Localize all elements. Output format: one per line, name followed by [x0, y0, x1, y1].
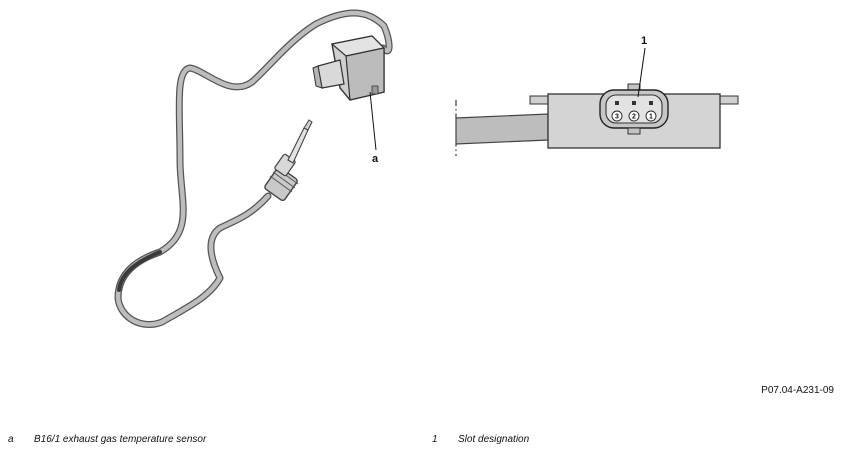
- sensor-assembly: a: [114, 9, 393, 328]
- detail-cable: [455, 113, 549, 145]
- connector-tab-left: [529, 95, 549, 105]
- legend-item-a: a B16/1 exhaust gas temperature sensor: [8, 434, 206, 445]
- connector-tab-right: [718, 95, 739, 105]
- sensor-probe: [287, 127, 309, 164]
- pin-slot-1: [649, 101, 653, 105]
- connector-detail: 3 2 1 1: [455, 35, 739, 156]
- figure-reference: P07.04-A231-09: [761, 385, 834, 396]
- callout-1: 1: [641, 35, 647, 47]
- sensor-cable: [115, 10, 392, 327]
- sensor-probe-tip: [303, 119, 313, 131]
- pin-number-3: 3: [615, 114, 619, 121]
- pin-slot-2: [632, 101, 636, 105]
- pin-number-1: 1: [649, 114, 653, 121]
- sensor-connector-plug: [312, 35, 386, 101]
- connector-key: [627, 127, 641, 135]
- pin-badge-2: [628, 110, 640, 122]
- cable-dark-segment: [117, 250, 162, 292]
- callout-a: a: [372, 153, 379, 165]
- callout-a-leader: [369, 91, 377, 151]
- pin-slot-3: [615, 101, 619, 105]
- sensor-thread-body: [264, 153, 299, 202]
- legend-key: 1: [432, 434, 438, 445]
- legend-key: a: [8, 434, 14, 445]
- pin-badge-3: [611, 110, 623, 122]
- legend-text: Slot designation: [458, 434, 530, 445]
- legend-item-1: 1 Slot designation: [432, 434, 529, 445]
- legend-text: B16/1 exhaust gas temperature sensor: [34, 434, 207, 445]
- pin-number-2: 2: [632, 114, 636, 121]
- pin-badge-1: [645, 110, 657, 122]
- callout-1-leader: [637, 47, 646, 98]
